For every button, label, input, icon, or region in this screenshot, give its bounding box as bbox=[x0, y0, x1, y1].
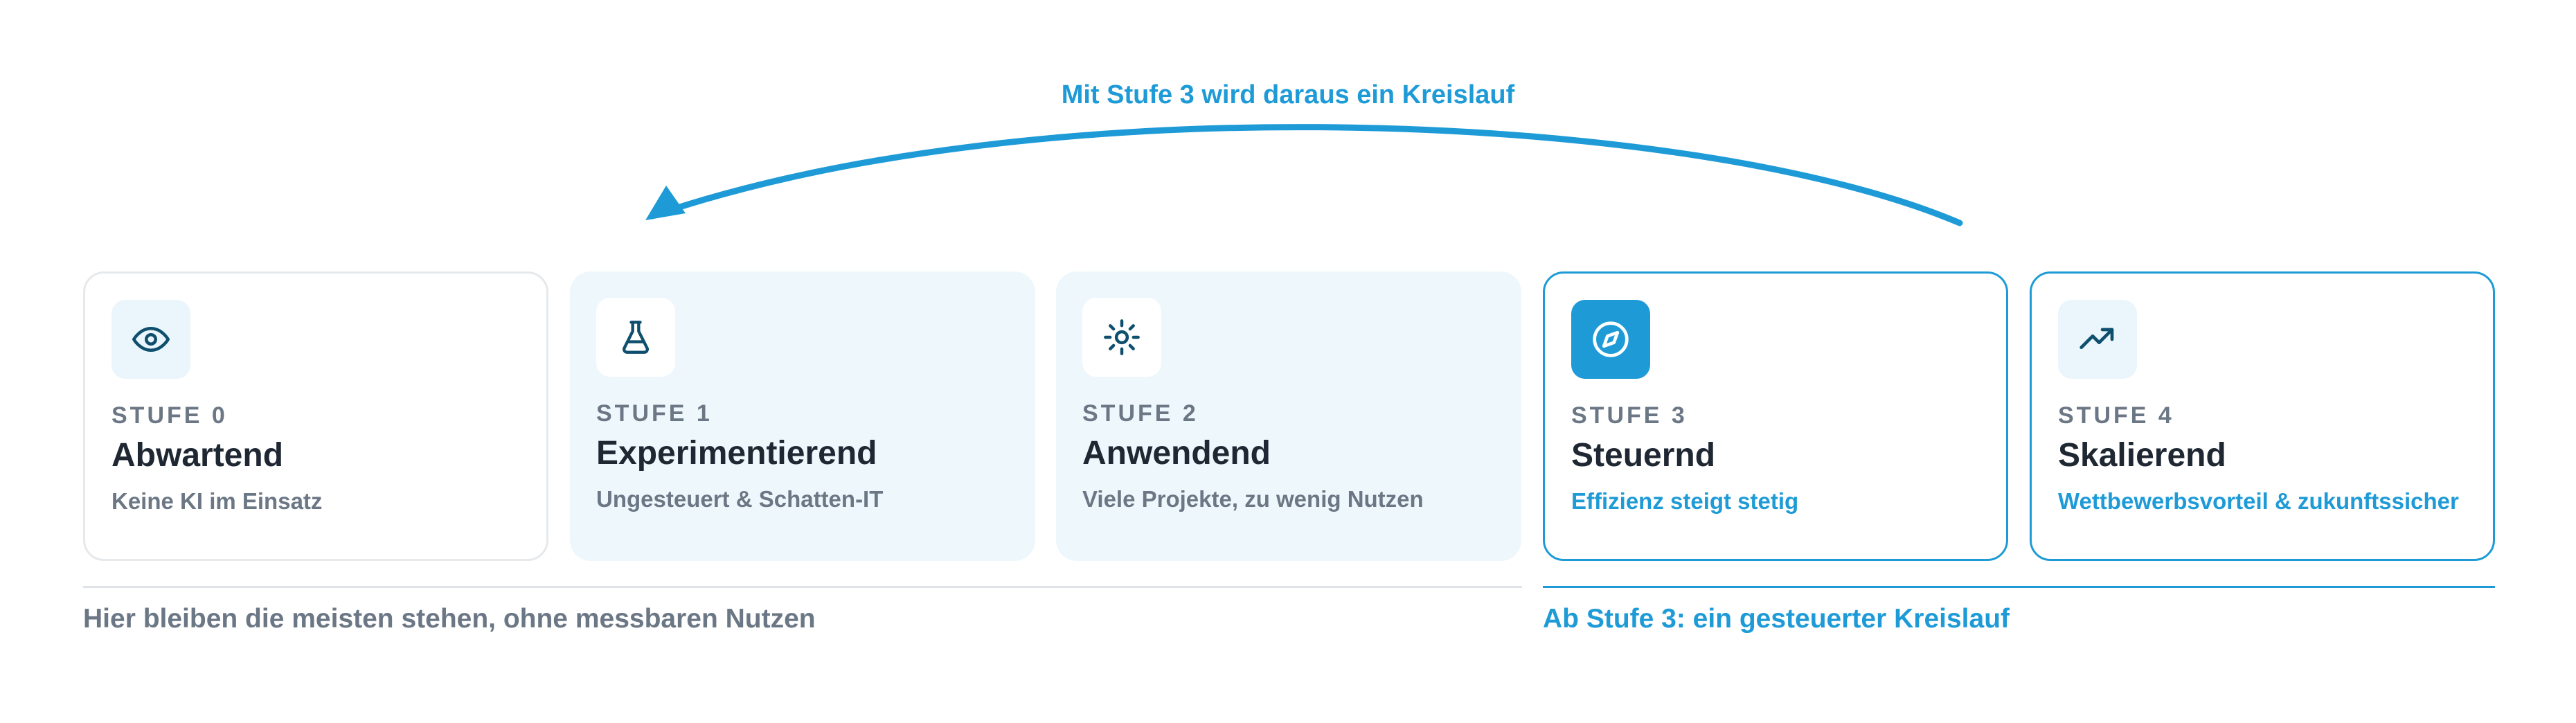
footer-left-caption: Hier bleiben die meisten stehen, ohne me… bbox=[83, 604, 816, 634]
stage-number: STUFE 1 bbox=[596, 400, 713, 427]
footer-right-caption: Ab Stufe 3: ein gesteuerter Kreislauf bbox=[1543, 604, 2010, 634]
loop-arrow-curve bbox=[649, 124, 1963, 226]
stage-description: Ungesteuert & Schatten-IT bbox=[596, 486, 884, 512]
trending-up-icon bbox=[2058, 300, 2137, 379]
stage-card-0: STUFE 0 Abwartend Keine KI im Einsatz bbox=[83, 271, 548, 561]
stage-card-4: STUFE 4 Skalierend Wettbewerbsvorteil & … bbox=[2030, 271, 2495, 561]
loop-label: Mit Stufe 3 wird daraus ein Kreislauf bbox=[0, 80, 2576, 110]
stage-number: STUFE 4 bbox=[2058, 402, 2174, 429]
sun-icon bbox=[1082, 298, 1161, 377]
stage-number: STUFE 2 bbox=[1082, 400, 1199, 427]
loop-label-text: Mit Stufe 3 wird daraus ein Kreislauf bbox=[1061, 80, 1515, 109]
stage-description: Keine KI im Einsatz bbox=[111, 488, 323, 514]
stage-title: Anwendend bbox=[1082, 435, 1271, 472]
stage-number: STUFE 3 bbox=[1571, 402, 1688, 429]
stage-card-3: STUFE 3 Steuernd Effizienz steigt stetig bbox=[1543, 271, 2008, 561]
stage-description: Effizienz steigt stetig bbox=[1571, 488, 1799, 514]
stage-title: Abwartend bbox=[111, 437, 284, 474]
eye-icon bbox=[111, 300, 190, 379]
flask-icon bbox=[596, 298, 675, 377]
loop-arrow-head bbox=[645, 186, 686, 220]
divider-left bbox=[83, 586, 1522, 588]
stage-number: STUFE 0 bbox=[111, 402, 228, 429]
stage-title: Steuernd bbox=[1571, 437, 1716, 474]
divider-right bbox=[1543, 586, 2495, 588]
stage-card-2: STUFE 2 Anwendend Viele Projekte, zu wen… bbox=[1056, 271, 1521, 561]
stage-card-1: STUFE 1 Experimentierend Ungesteuert & S… bbox=[570, 271, 1035, 561]
stage-description: Viele Projekte, zu wenig Nutzen bbox=[1082, 486, 1424, 512]
stage-title: Skalierend bbox=[2058, 437, 2226, 474]
stage-title: Experimentierend bbox=[596, 435, 877, 472]
stage-description: Wettbewerbsvorteil & zukunftssicher bbox=[2058, 488, 2459, 514]
compass-icon bbox=[1571, 300, 1650, 379]
